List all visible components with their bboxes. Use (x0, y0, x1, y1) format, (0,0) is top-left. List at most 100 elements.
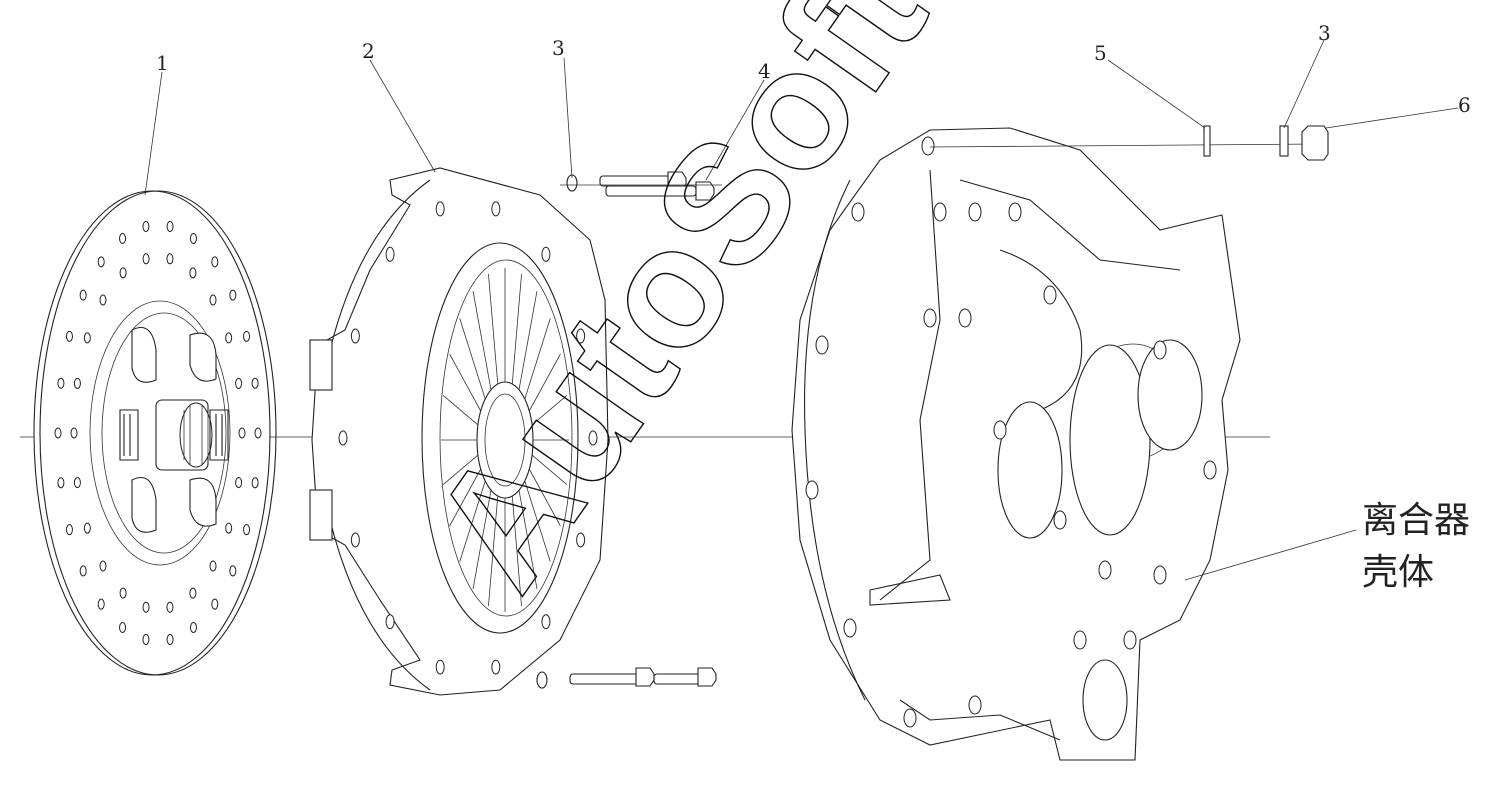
plate-hole (541, 246, 551, 262)
disc-hole (211, 256, 219, 268)
disc-hole (73, 477, 81, 489)
pressure-plate (309, 167, 609, 696)
disc-hole (65, 524, 73, 536)
housing-label-line1: 离合器 (1362, 500, 1470, 541)
disc-hole (83, 332, 91, 344)
disc-hole (243, 330, 251, 342)
disc-hole (229, 565, 237, 577)
disc-hole (142, 221, 150, 233)
diaphragm-finger (531, 454, 568, 485)
plate-hole (350, 532, 360, 548)
housing-hole (921, 136, 935, 156)
housing-hole (1153, 565, 1167, 585)
housing-hole (968, 202, 982, 222)
housing-hole (851, 202, 865, 222)
plate-hole (491, 201, 501, 217)
disc-hole (225, 332, 233, 344)
disc-hole (211, 598, 219, 610)
housing-hole (933, 202, 947, 222)
bolt-set-top (560, 171, 722, 201)
disc-hole (209, 294, 217, 306)
housing-hole (1053, 510, 1067, 530)
disc-hole (79, 565, 87, 577)
callout-1: 1 (156, 51, 169, 75)
disc-hole (243, 524, 251, 536)
plate-hole (350, 328, 360, 344)
housing-hole (1153, 340, 1167, 360)
disc-hole (142, 601, 150, 613)
disc-hole (119, 621, 127, 633)
disc-hole (142, 253, 150, 265)
disc-hole (99, 294, 107, 306)
diaphragm-finger (518, 490, 538, 590)
diaphragm-finger (518, 290, 538, 390)
housing-hole (1008, 202, 1022, 222)
disc-hole (189, 621, 197, 633)
diaphragm-finger (442, 454, 479, 485)
disc-hole (97, 598, 105, 610)
housing-hole (805, 480, 819, 500)
diaphragm-finger (531, 395, 568, 426)
plate-hole (435, 201, 445, 217)
disc-hole (119, 233, 127, 245)
callout-2: 2 (362, 39, 375, 63)
disc-hole (235, 377, 243, 389)
diaphragm-finger (524, 480, 551, 562)
disc-hole (99, 560, 107, 572)
disc-hole (166, 221, 174, 233)
clutch-housing (791, 127, 1241, 761)
plate-hole (385, 614, 395, 630)
plate-hole (435, 659, 445, 675)
diaphragm-finger (442, 395, 479, 426)
callout-3-left: 3 (552, 36, 565, 60)
disc-hole (142, 633, 150, 645)
housing-hole (993, 420, 1007, 440)
disc-hole (189, 233, 197, 245)
disc-hole (79, 289, 87, 301)
disc-hole (254, 427, 262, 439)
disc-hole (73, 377, 81, 389)
diaphragm-fingers (441, 268, 569, 612)
disc-hole (225, 522, 233, 534)
diaphragm-finger (472, 290, 492, 390)
diaphragm-finger (459, 318, 486, 400)
diaphragm-finger (472, 490, 492, 590)
housing-hole (815, 335, 829, 355)
leader-lines (144, 39, 1459, 581)
disc-hole (235, 477, 243, 489)
disc-hole (251, 377, 259, 389)
housing-label-line2: 壳体 (1362, 552, 1434, 593)
clutch-disc (33, 190, 277, 676)
callout-5: 5 (1094, 41, 1107, 65)
diaphragm-finger (511, 273, 522, 385)
housing-hole (968, 695, 982, 715)
housing-hole (1073, 630, 1087, 650)
diaphragm-finger (449, 468, 482, 527)
disc-hole (166, 633, 174, 645)
housing-hole (1203, 460, 1217, 480)
callout-3-right: 3 (1318, 21, 1331, 45)
disc-hole (229, 289, 237, 301)
housing-hole (1098, 560, 1112, 580)
diaphragm-finger (459, 480, 486, 562)
disc-hole (119, 587, 127, 599)
plate-hole (491, 659, 501, 675)
diaphragm-finger (488, 273, 499, 385)
diaphragm-finger (488, 495, 499, 607)
plate-hole (576, 328, 586, 344)
disc-hole (57, 477, 65, 489)
bolt-set-bottom (536, 667, 717, 689)
disc-hole (166, 253, 174, 265)
disc-hole (65, 330, 73, 342)
housing-hole (958, 308, 972, 328)
plate-hole (541, 614, 551, 630)
callout-4: 4 (758, 59, 771, 83)
plate-hole (338, 430, 348, 446)
housing-hole (1123, 630, 1137, 650)
housing-hole (903, 708, 917, 728)
housing-hole (1043, 285, 1057, 305)
disc-hole (238, 427, 246, 439)
diaphragm-finger (524, 318, 551, 400)
diaphragm-finger (528, 353, 561, 412)
